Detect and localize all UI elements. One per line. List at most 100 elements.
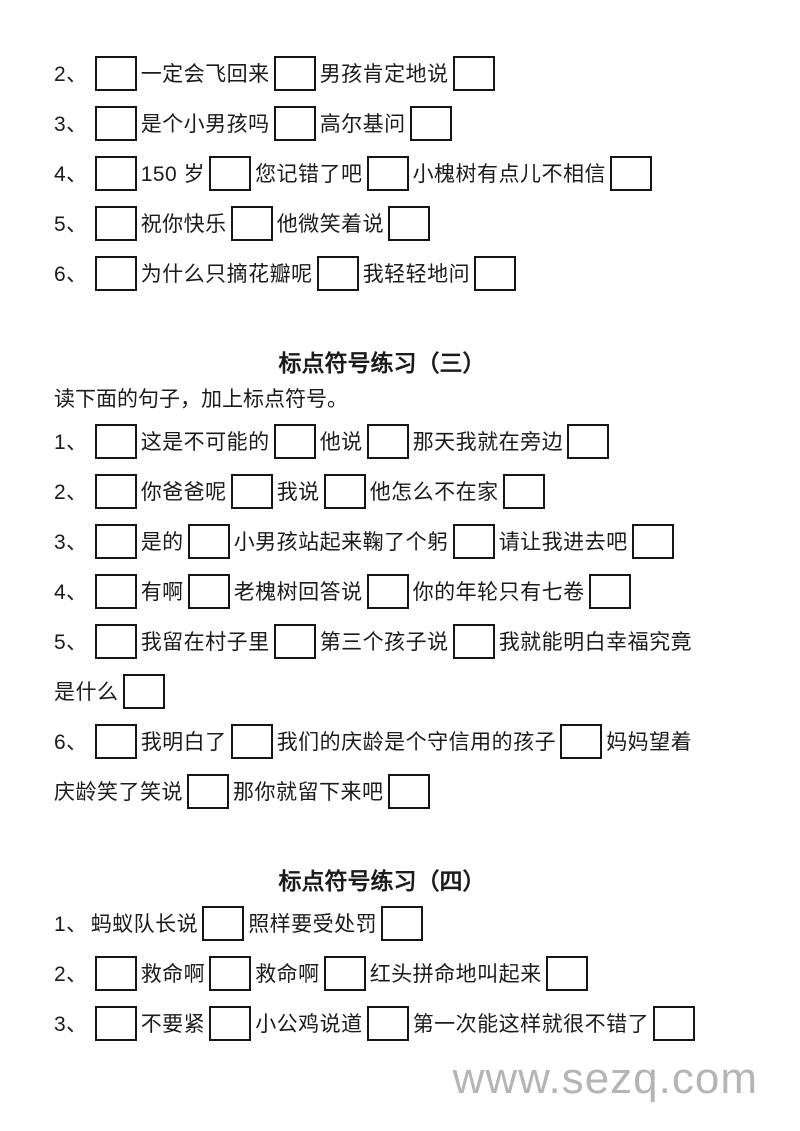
punctuation-answer-box[interactable] [94,523,137,559]
item-number: 6、 [54,731,88,754]
punctuation-answer-box[interactable] [209,1005,252,1041]
punctuation-answer-box[interactable] [366,573,409,609]
sentence-text: 祝你快乐 [140,213,227,236]
punctuation-answer-box[interactable] [94,623,137,659]
punctuation-answer-box[interactable] [452,55,495,91]
punctuation-answer-box[interactable] [187,523,230,559]
sentence-text: 救命啊 [255,963,320,986]
punctuation-answer-box[interactable] [187,573,230,609]
item-number: 4、 [54,163,88,186]
exercise-item: 5、我留在村子里第三个孩子说我就能明白幸福究竟是什么 [54,618,710,718]
exercise-item: 3、是个小男孩吗高尔基问 [54,100,710,150]
sentence-text: 为什么只摘花瓣呢 [140,263,313,286]
sentence-text: 请让我进去吧 [498,531,628,554]
punctuation-answer-box[interactable] [653,1005,696,1041]
punctuation-answer-box[interactable] [273,623,316,659]
exercise-item: 3、 是的 小男孩站起来鞠了个躬 请让我进去吧 [54,518,710,568]
exercise-item: 4、150 岁您记错了吧小槐树有点儿不相信 [54,150,710,200]
sentence-text: 他怎么不在家 [369,481,499,504]
sentence-text: 是的 [140,531,184,554]
punctuation-answer-box[interactable] [94,955,137,991]
punctuation-answer-box[interactable] [187,773,229,809]
punctuation-answer-box[interactable] [323,473,366,509]
punctuation-answer-box[interactable] [452,523,495,559]
sentence-text: 红头拼命地叫起来 [369,963,542,986]
section-title: 标点符号练习（三） [278,350,486,376]
punctuation-answer-box[interactable] [567,423,610,459]
sentence-text: 一定会飞回来 [140,63,270,86]
exercise-item: 3、不要紧小公鸡说道第一次能这样就很不错了 [54,1000,710,1050]
sentence-text: 那天我就在旁边 [412,431,564,454]
worksheet-page: 2、 一定会飞回来 男孩肯定地说 3、 是个小男孩吗 高尔基问 4、150 岁您记错了吧小槐… [54,50,710,1050]
item-number: 3、 [54,531,88,554]
punctuation-answer-box[interactable] [94,573,137,609]
punctuation-answer-box[interactable] [610,155,653,191]
sentence-text: 不要紧 [140,1013,206,1036]
exercise-item: 4、有啊老槐树回答说你的年轮只有七卷 [54,568,710,618]
punctuation-answer-box[interactable] [273,55,316,91]
punctuation-answer-box[interactable] [94,205,137,241]
punctuation-answer-box[interactable] [94,473,137,509]
worksheet-section-exercise-three: 标点符号练习（三） 读下面的句子，加上标点符号。 1、这是不可能的他说那天我就在旁边… [54,348,710,818]
punctuation-answer-box[interactable] [94,255,137,291]
sentence-text: 男孩肯定地说 [319,63,449,86]
punctuation-answer-box[interactable] [502,473,545,509]
item-number: 2、 [54,481,88,504]
punctuation-answer-box[interactable] [209,955,252,991]
punctuation-answer-box[interactable] [94,105,137,141]
punctuation-answer-box[interactable] [409,105,452,141]
section-instruction: 读下面的句子，加上标点符号。 [54,388,348,411]
sentence-text: 高尔基问 [319,113,406,136]
punctuation-answer-box[interactable] [94,423,137,459]
sentence-text: 我轻轻地问 [362,263,471,286]
punctuation-answer-box[interactable] [452,623,495,659]
punctuation-answer-box[interactable] [316,255,359,291]
punctuation-answer-box[interactable] [387,773,430,809]
exercise-item: 2、一定会飞回来男孩肯定地说 [54,50,710,100]
punctuation-answer-box[interactable] [94,1005,137,1041]
item-number: 6、 [54,263,88,286]
punctuation-answer-box[interactable] [202,905,245,941]
punctuation-answer-box[interactable] [230,205,273,241]
punctuation-answer-box[interactable] [588,573,631,609]
punctuation-answer-box[interactable] [366,155,409,191]
punctuation-answer-box[interactable] [94,155,137,191]
punctuation-answer-box[interactable] [273,423,316,459]
punctuation-answer-box[interactable] [273,105,316,141]
punctuation-answer-box[interactable] [631,523,674,559]
sentence-text: 我就能明白幸福究竟是什么 [54,631,693,704]
exercise-item: 5、祝你快乐他微笑着说 [54,200,710,250]
item-number: 2、 [54,963,88,986]
worksheet-sections: 2、 一定会飞回来 男孩肯定地说 3、 是个小男孩吗 高尔基问 4、150 岁您记错了吧小槐… [54,50,710,1050]
punctuation-answer-box[interactable] [381,905,424,941]
punctuation-answer-box[interactable] [388,205,431,241]
punctuation-answer-box[interactable] [122,673,165,709]
exercise-item: 1、这是不可能的他说那天我就在旁边 [54,418,710,468]
sentence-text: 小男孩站起来鞠了个躬 [233,531,449,554]
sentence-text: 我留在村子里 [140,631,270,654]
punctuation-answer-box[interactable] [230,473,273,509]
punctuation-answer-box[interactable] [366,1005,409,1041]
sentence-text: 蚂蚁队长说 [90,913,199,936]
punctuation-answer-box[interactable] [94,55,137,91]
punctuation-answer-box[interactable] [209,155,252,191]
sentence-text: 小槐树有点儿不相信 [412,163,607,186]
punctuation-answer-box[interactable] [545,955,588,991]
sentence-text: 第一次能这样就很不错了 [412,1013,650,1036]
item-number: 1、 [54,913,88,936]
item-number: 5、 [54,631,88,654]
punctuation-answer-box[interactable] [94,723,137,759]
punctuation-answer-box[interactable] [474,255,517,291]
sentence-text: 我明白了 [140,731,227,754]
item-number: 4、 [54,581,88,604]
sentence-text: 是个小男孩吗 [140,113,270,136]
sentence-text: 你爸爸呢 [140,481,227,504]
punctuation-answer-box[interactable] [323,955,366,991]
item-number: 1、 [54,431,88,454]
watermark-url: www.sezq.com [452,1054,758,1103]
punctuation-answer-box[interactable] [230,723,273,759]
punctuation-answer-box[interactable] [560,723,603,759]
punctuation-answer-box[interactable] [366,423,409,459]
